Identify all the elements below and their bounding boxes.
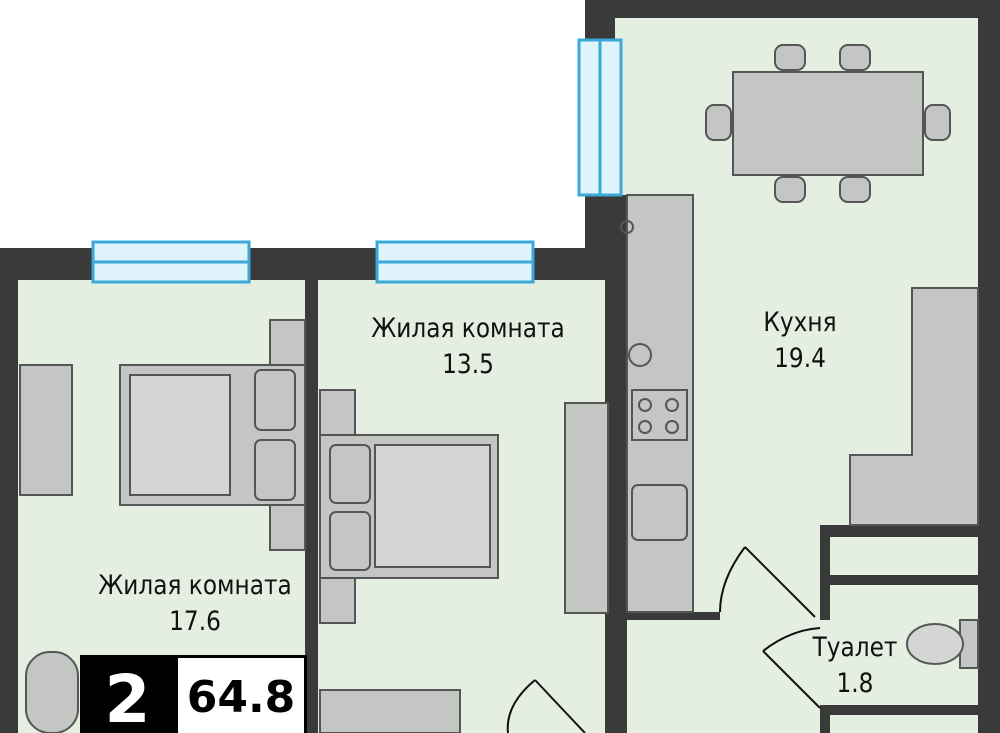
room-label-toilet: Туалет 1.8 bbox=[799, 630, 911, 702]
room-area: 17.6 bbox=[169, 606, 221, 637]
dining-table bbox=[732, 71, 924, 176]
wardrobe bbox=[19, 364, 73, 496]
bathtub-armchair bbox=[25, 651, 79, 733]
wardrobe bbox=[564, 402, 609, 614]
room-area: 1.8 bbox=[836, 668, 874, 699]
sofa bbox=[849, 287, 979, 526]
furniture bbox=[19, 44, 979, 733]
room-name: Кухня bbox=[763, 307, 837, 338]
room-label-bedroom-1: Жилая комната 17.6 bbox=[88, 568, 303, 640]
nightstand bbox=[269, 319, 306, 366]
nightstand bbox=[319, 389, 356, 436]
room-name: Туалет bbox=[812, 632, 898, 663]
sink bbox=[631, 484, 688, 541]
nightstand bbox=[269, 504, 306, 551]
room-area: 13.5 bbox=[442, 349, 494, 380]
room-label-bedroom-2: Жилая комната 13.5 bbox=[361, 311, 576, 383]
nightstand bbox=[319, 577, 356, 624]
room-count-badge: 2 bbox=[80, 655, 175, 733]
total-area-badge: 64.8 bbox=[175, 655, 307, 733]
shelf bbox=[319, 689, 461, 733]
room-label-kitchen: Кухня 19.4 bbox=[731, 305, 869, 377]
room-name: Жилая комната bbox=[98, 570, 292, 601]
stove bbox=[631, 389, 688, 441]
windows bbox=[91, 38, 623, 284]
doors bbox=[506, 546, 821, 733]
room-area: 19.4 bbox=[774, 343, 826, 374]
room-name: Жилая комната bbox=[371, 313, 565, 344]
